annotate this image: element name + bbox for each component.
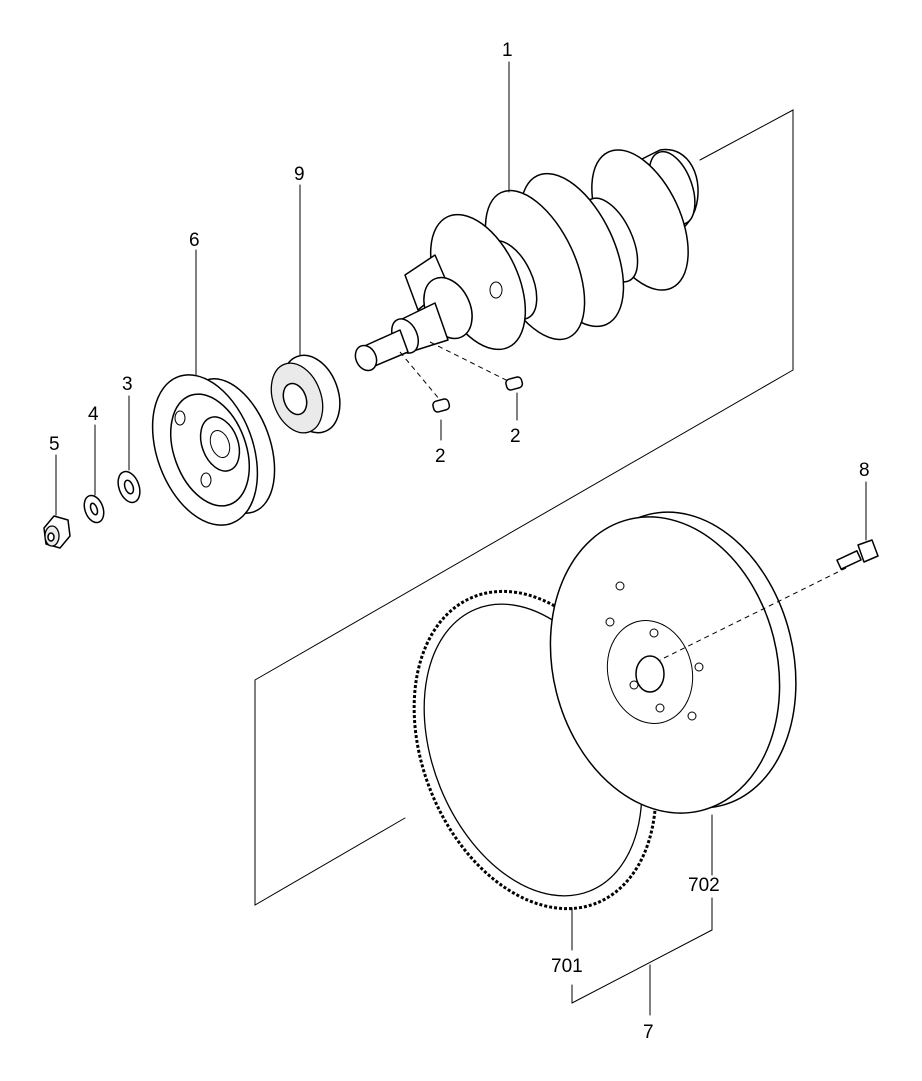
flywheel xyxy=(549,511,797,814)
label-2-left: 2 xyxy=(435,446,446,467)
label-2-right: 2 xyxy=(510,426,521,447)
nut xyxy=(43,515,71,549)
label-1: 1 xyxy=(502,40,513,61)
label-6: 6 xyxy=(189,230,200,251)
flywheel-bolt xyxy=(659,539,879,661)
label-8: 8 xyxy=(859,460,870,481)
leader-lines xyxy=(55,61,867,1016)
callout-labels: 1 9 6 3 4 5 2 2 8 702 701 7 xyxy=(49,40,870,1043)
label-9: 9 xyxy=(294,164,305,185)
upper-assembly-frame xyxy=(254,109,794,906)
label-702: 702 xyxy=(688,875,720,896)
label-4: 4 xyxy=(88,404,99,425)
crank-gear xyxy=(270,354,341,434)
lock-washer xyxy=(83,494,105,524)
label-3: 3 xyxy=(122,374,133,395)
crankshaft xyxy=(354,148,699,372)
crank-pulley xyxy=(151,374,276,526)
label-5: 5 xyxy=(49,434,60,455)
label-701: 701 xyxy=(551,956,583,977)
washer xyxy=(117,470,141,504)
label-7: 7 xyxy=(643,1022,654,1043)
lower-assembly-frame xyxy=(571,897,713,1004)
keys xyxy=(399,341,524,413)
